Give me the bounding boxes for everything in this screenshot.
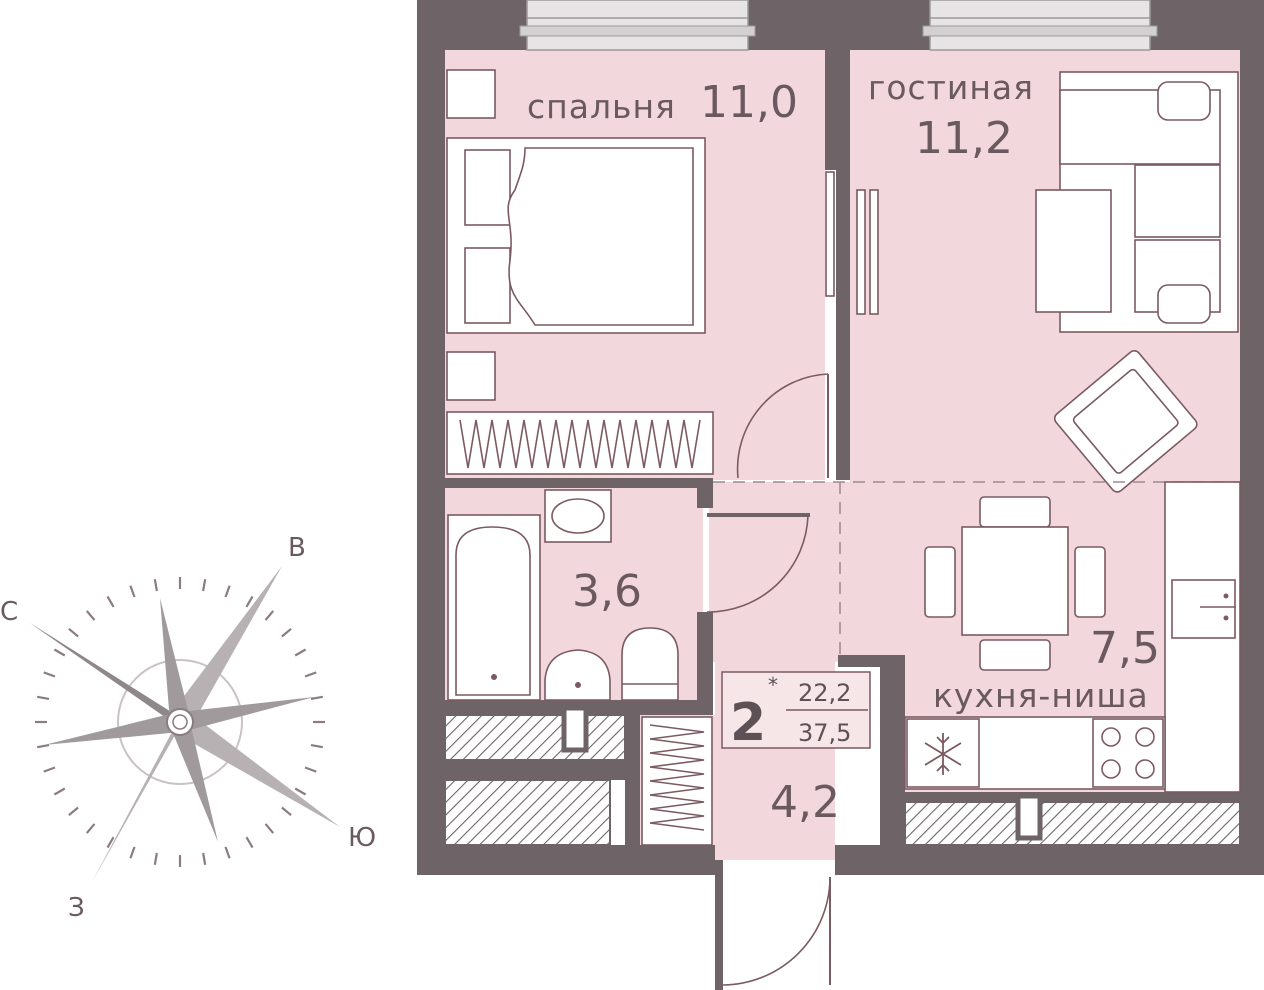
compass-tick bbox=[53, 648, 66, 657]
badge-mark: * bbox=[768, 673, 778, 697]
kitchen-area: 7,5 bbox=[1090, 623, 1160, 674]
compass-center bbox=[166, 708, 194, 736]
fridge bbox=[906, 718, 980, 788]
wardrobe-bedroom bbox=[446, 411, 714, 475]
compass-rose: С В Ю З bbox=[0, 533, 376, 923]
compass-tick bbox=[304, 766, 317, 773]
compass-tick bbox=[153, 852, 158, 865]
living-furniture bbox=[1035, 71, 1239, 493]
hatched-shafts bbox=[444, 705, 1241, 846]
armchair bbox=[1053, 349, 1198, 493]
compass-tick bbox=[264, 610, 275, 621]
bedroom-door-swing bbox=[736, 373, 829, 479]
compass-tick bbox=[106, 595, 115, 608]
windows bbox=[519, 0, 1158, 51]
compass-tick bbox=[37, 744, 50, 749]
living-area-value: 22,2 bbox=[798, 679, 851, 707]
pillow-2 bbox=[464, 247, 511, 324]
sofa bbox=[1059, 71, 1239, 333]
bedroom-name: спальня bbox=[527, 87, 676, 126]
compass-tick bbox=[37, 695, 50, 700]
compass-tick bbox=[310, 744, 323, 749]
compass-tick bbox=[294, 787, 307, 796]
sink bbox=[544, 649, 611, 701]
bathroom-door-swing bbox=[706, 514, 809, 613]
compass-tick bbox=[43, 671, 56, 678]
total-area-value: 37,5 bbox=[798, 719, 851, 747]
blanket bbox=[507, 147, 694, 326]
compass-tick bbox=[85, 610, 96, 621]
compass-tick bbox=[153, 579, 158, 592]
compass-tick bbox=[304, 671, 317, 678]
walls bbox=[417, 0, 1264, 990]
nightstand-top bbox=[446, 69, 496, 119]
compass-tick bbox=[294, 648, 307, 657]
compass-tick bbox=[224, 585, 231, 598]
compass-tick bbox=[281, 806, 292, 817]
apartment-badge: 2 * 22,2 37,5 bbox=[721, 671, 871, 753]
compass-tick bbox=[245, 595, 254, 608]
compass-tick bbox=[85, 823, 96, 834]
compass-tick bbox=[106, 836, 115, 849]
bathtub-inner bbox=[455, 526, 531, 696]
compass-north: С bbox=[0, 597, 18, 627]
compass-tick bbox=[245, 836, 254, 849]
dining-table bbox=[924, 496, 1106, 671]
compass-tick bbox=[129, 585, 136, 598]
compass-east: В bbox=[288, 533, 306, 563]
snowflake-icon bbox=[924, 733, 962, 775]
rooms-count: 2 bbox=[730, 693, 766, 753]
compass-tick bbox=[202, 852, 207, 865]
compass-tick bbox=[129, 846, 136, 859]
compass-tick bbox=[281, 627, 292, 638]
compass-south: Ю bbox=[348, 823, 376, 853]
compass-tick bbox=[264, 823, 275, 834]
kitchen-name: кухня-ниша bbox=[933, 676, 1149, 715]
living-area: 11,2 bbox=[915, 113, 1013, 164]
kitchen-sink bbox=[1171, 579, 1236, 639]
bedroom-furniture bbox=[446, 69, 879, 479]
compass-tick bbox=[43, 766, 56, 773]
entrance-door-swing bbox=[722, 876, 831, 986]
compass-tick bbox=[202, 579, 207, 592]
compass-tick bbox=[53, 787, 66, 796]
bedroom-area: 11,0 bbox=[700, 77, 798, 128]
coffee-table bbox=[1035, 189, 1112, 313]
hall-closet bbox=[641, 716, 713, 846]
bathroom-area: 3,6 bbox=[572, 566, 642, 617]
compass-tick bbox=[310, 695, 323, 700]
compass-tick bbox=[68, 627, 79, 638]
window-living bbox=[922, 0, 1158, 51]
hall-area: 4,2 bbox=[770, 777, 840, 828]
bathroom-furniture bbox=[447, 489, 679, 701]
compass-tick bbox=[68, 806, 79, 817]
window-bedroom bbox=[519, 0, 756, 51]
compass-ticks bbox=[35, 577, 325, 867]
compass-tick bbox=[224, 846, 231, 859]
living-name: гостиная bbox=[868, 68, 1034, 107]
toilet bbox=[621, 627, 679, 701]
nightstand-bottom bbox=[446, 351, 496, 401]
stove bbox=[1092, 718, 1164, 788]
kitchen-furniture bbox=[904, 481, 1241, 793]
pillow-1 bbox=[464, 149, 511, 226]
compass-west: З bbox=[68, 893, 85, 923]
